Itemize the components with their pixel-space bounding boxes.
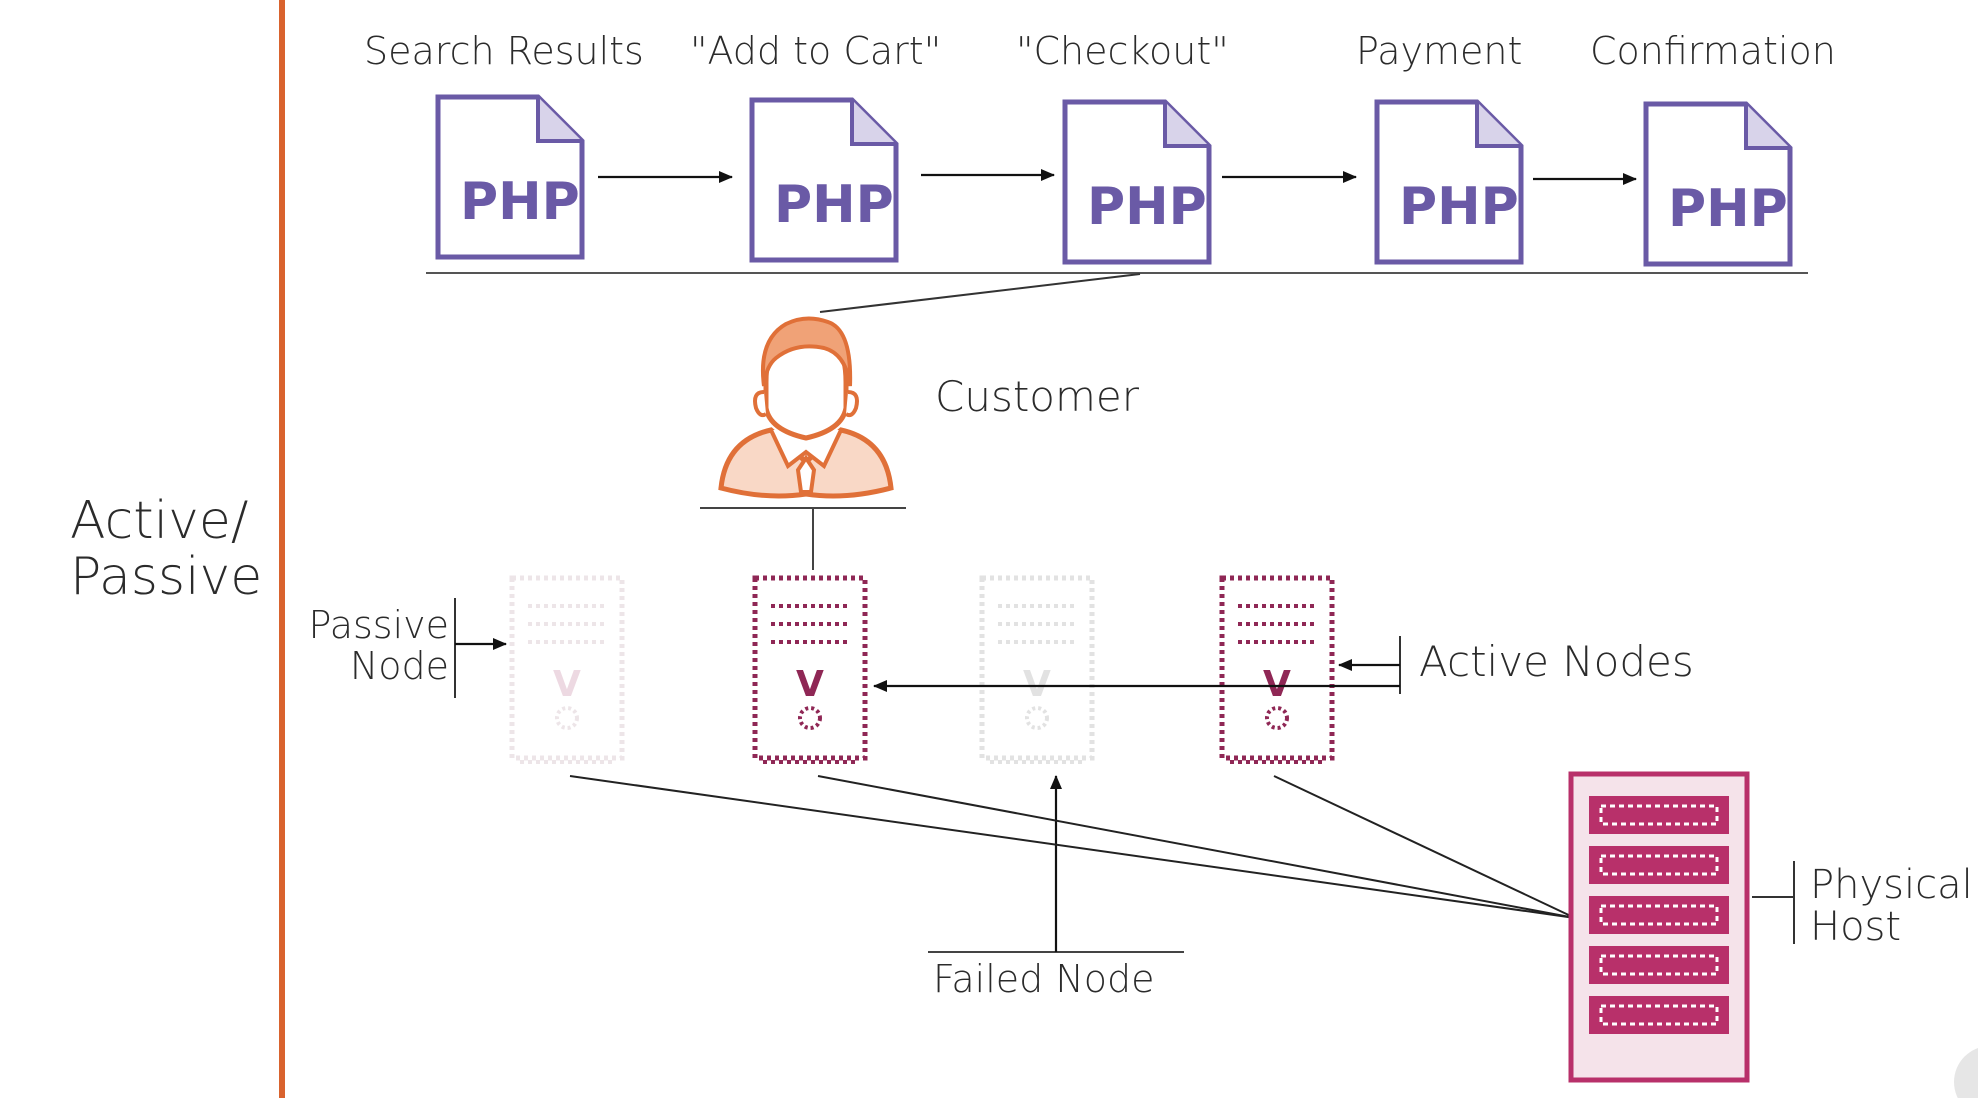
host-link [1273, 775, 1576, 919]
passive-node-label-line2: Node [350, 644, 449, 688]
node-glyph: V [796, 664, 824, 705]
step-label-confirmation: Confirmation [1590, 29, 1836, 73]
php-file-text: PHP [1399, 177, 1519, 237]
passive-node-label-line1: Passive [308, 603, 449, 647]
step-label-checkout: "Checkout" [1016, 29, 1229, 73]
php-file-text: PHP [774, 175, 894, 235]
failed-node-label: Failed Node [933, 957, 1155, 1001]
failed-node-server-icon: V [979, 575, 1095, 764]
php-file-icon: PHP [1374, 99, 1524, 265]
php-file-text: PHP [1087, 177, 1207, 237]
step-label-payment: Payment [1356, 29, 1522, 73]
host-link [817, 775, 1576, 919]
php-file-icon: PHP [749, 97, 899, 263]
vertical-divider [279, 0, 285, 1098]
side-label-line1: Active/ [70, 491, 248, 551]
php-file-icon: PHP [1062, 99, 1212, 265]
active-node-server-icon: V [1219, 575, 1335, 764]
physical-host-label-line1: Physical [1810, 862, 1973, 908]
php-file-text: PHP [460, 172, 580, 232]
physical-host-rack-icon [1568, 771, 1750, 1083]
active-nodes-label: Active Nodes [1419, 637, 1694, 686]
step-label-search-results: Search Results [364, 29, 644, 73]
customer-connector [819, 273, 1141, 313]
side-label-line2: Passive [70, 547, 262, 607]
node-glyph: V [1023, 664, 1051, 705]
node-glyph: V [553, 664, 581, 705]
physical-host-label-line2: Host [1810, 904, 1901, 950]
php-file-icon: PHP [435, 94, 585, 260]
customer-icon [718, 316, 894, 499]
passive-node-server-icon: V [509, 575, 625, 764]
host-link [569, 775, 1576, 919]
corner-nav-button[interactable] [1954, 1046, 1978, 1103]
php-file-icon: PHP [1643, 101, 1793, 267]
php-file-text: PHP [1668, 179, 1788, 239]
customer-label: Customer [935, 372, 1140, 421]
step-label-add-to-cart: "Add to Cart" [690, 29, 941, 73]
node-glyph: V [1263, 664, 1291, 705]
active-node-server-icon: V [752, 575, 868, 764]
